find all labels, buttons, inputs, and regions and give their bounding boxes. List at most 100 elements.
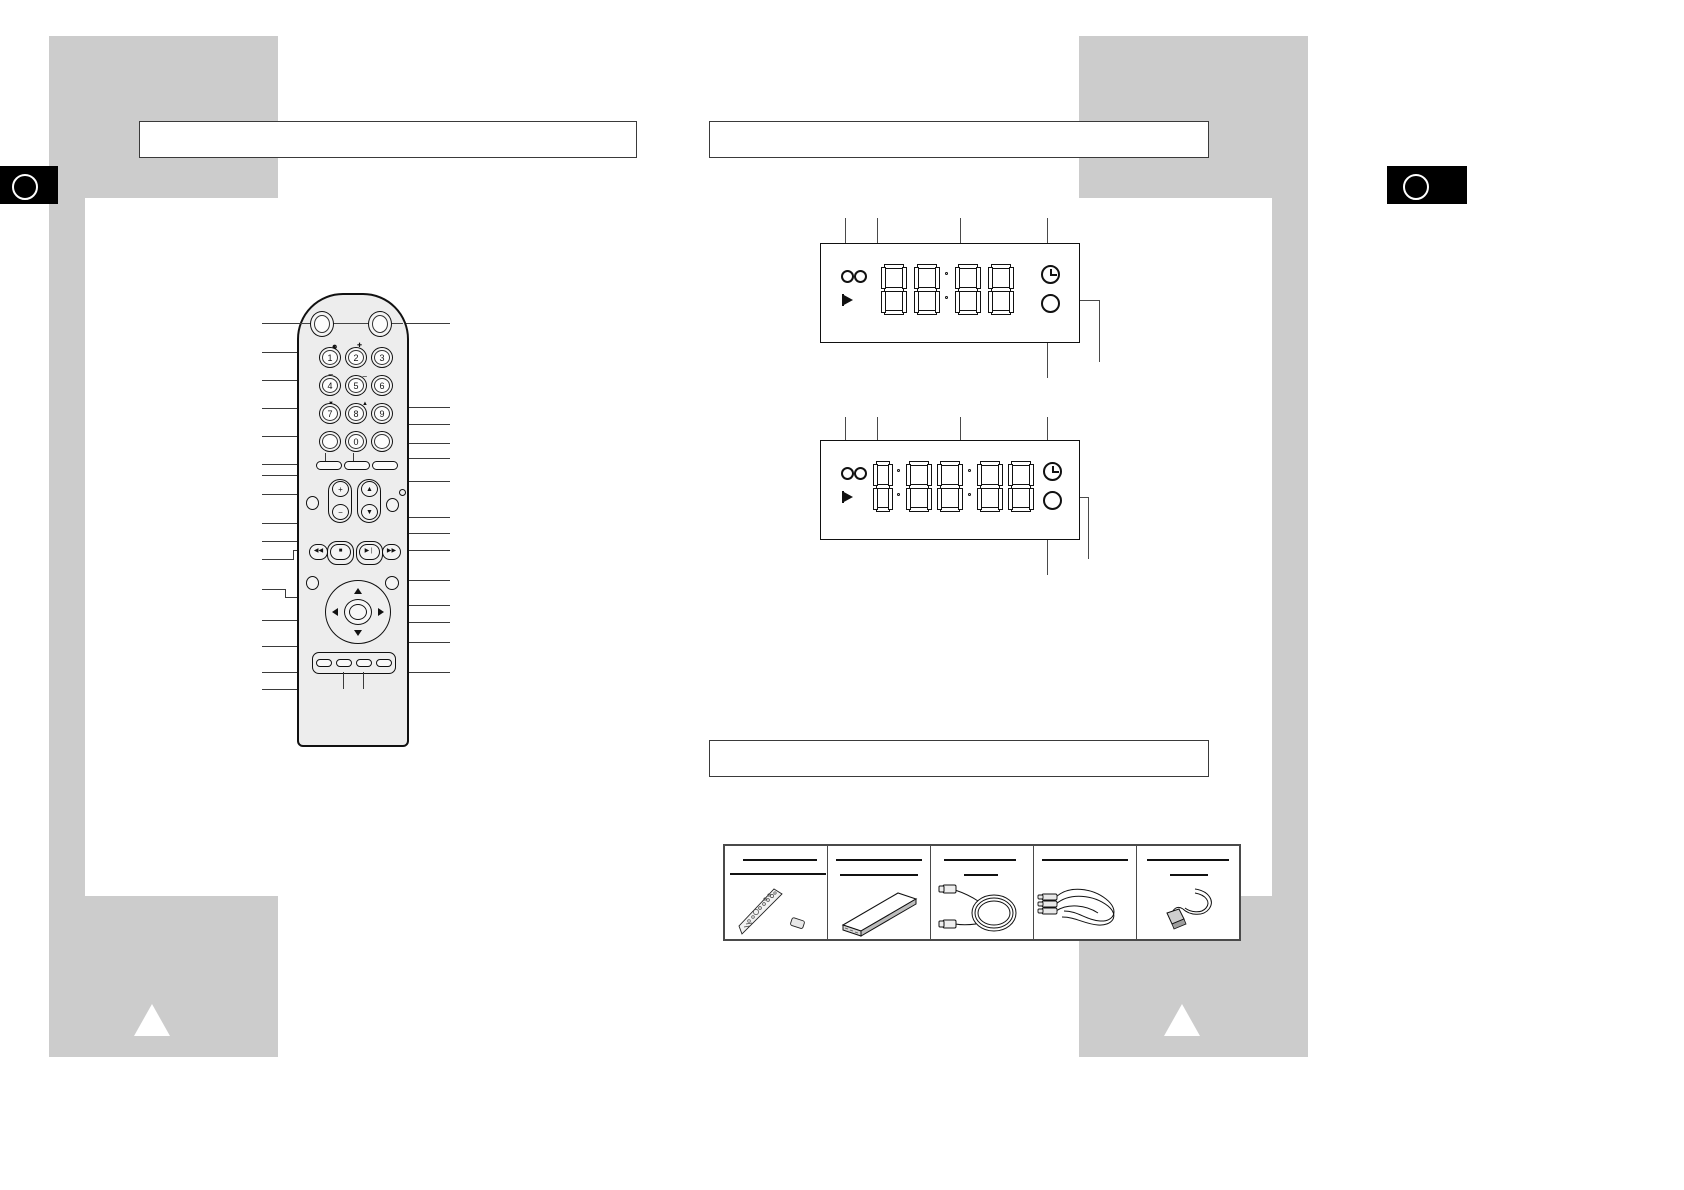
number-key-4-inner — [322, 378, 338, 393]
color-key-2[interactable] — [336, 659, 352, 667]
bracket-tick-1 — [325, 453, 327, 461]
number-key-3[interactable]: 3 — [371, 347, 393, 368]
color-key-1[interactable] — [316, 659, 332, 667]
callout-line-left-2 — [262, 352, 319, 354]
accessory-label-line-1 — [1147, 859, 1229, 861]
number-key-5-inner — [348, 378, 364, 393]
callout-line-left-4 — [262, 408, 319, 410]
callout-line-right-7 — [380, 517, 450, 519]
channel-up-label: ▲ — [366, 486, 373, 493]
rf-coaxial-cable-illustration — [931, 879, 1033, 937]
left-page-number-marker — [0, 166, 58, 204]
left-page-gray-left-rail — [49, 36, 85, 896]
accessory-label-line-1 — [944, 859, 1016, 861]
stop-button[interactable]: ■ — [330, 544, 351, 560]
number-key-5[interactable]: 5 — [345, 375, 367, 396]
number-key-2-label: 2 — [353, 353, 359, 363]
display2-digit-5 — [1008, 461, 1034, 513]
color-key-3[interactable] — [356, 659, 372, 667]
display2-colon2-bottom — [968, 493, 971, 496]
number-key-4[interactable]: 4 — [319, 375, 341, 396]
eject-button[interactable] — [368, 311, 392, 337]
keypad-right-button[interactable] — [371, 431, 393, 452]
color-key-4[interactable] — [376, 659, 392, 667]
accessories-section-heading — [709, 740, 1209, 777]
volume-up-label: + — [338, 485, 343, 494]
play-pause-button[interactable]: ▶❘ — [359, 544, 380, 560]
color-key-1-label — [317, 660, 331, 666]
page-number-circle-icon — [1403, 174, 1429, 200]
display2-colon2-top — [968, 469, 971, 472]
number-key-6[interactable]: 6 — [371, 375, 393, 396]
callout-line-right-11 — [380, 605, 450, 607]
display1-colon-bottom — [945, 296, 948, 299]
display2-callout-bottom — [1047, 527, 1049, 575]
rewind-button[interactable]: ◀◀ — [309, 544, 328, 560]
right-round-button-lower[interactable] — [385, 576, 399, 590]
accessory-label-line-2 — [840, 874, 918, 876]
right-page-corner-triangle-icon — [1164, 1004, 1200, 1036]
callout-line-right-9 — [380, 550, 450, 552]
callout-line-right-6 — [393, 481, 450, 483]
volume-up-button[interactable]: + — [332, 481, 349, 497]
remote-control-illustration — [725, 879, 827, 937]
function-bar-3[interactable] — [372, 461, 398, 470]
right-page-number-marker — [1387, 166, 1467, 204]
left-round-button-lower[interactable] — [306, 576, 319, 590]
number-key-8[interactable]: 8 — [345, 403, 367, 424]
number-key-0-label: 0 — [353, 437, 359, 447]
stop-label: ■ — [338, 548, 343, 554]
accessory-cell-remote — [725, 846, 828, 939]
rewind-label: ◀◀ — [313, 548, 324, 554]
instruction-manual-illustration — [828, 879, 930, 937]
cassette-reel-right-icon — [854, 270, 867, 283]
color-key-bar — [312, 652, 396, 674]
dpad-left-icon — [332, 608, 338, 616]
channel-down-label: ▼ — [366, 509, 373, 516]
function-bar-1[interactable] — [316, 461, 342, 470]
callout-line-left-7 — [262, 475, 330, 477]
timer-clock-icon — [1043, 462, 1062, 481]
remote-control-figure: ⚈ ✚ ⚌ ⚊ ▼ ▲ 1 2 3 4 5 6 — [240, 285, 470, 747]
number-key-7-label: 7 — [327, 409, 333, 419]
number-key-2[interactable]: 2 — [345, 347, 367, 368]
display2-callout-clock — [1047, 417, 1049, 462]
power-button[interactable] — [310, 311, 334, 337]
number-key-6-inner — [374, 378, 390, 393]
remote-top-shading — [299, 295, 403, 324]
display1-callout-bottom — [1047, 330, 1049, 378]
channel-up-button[interactable]: ▲ — [361, 481, 378, 497]
function-bar-2[interactable] — [344, 461, 370, 470]
left-round-button-upper[interactable] — [306, 496, 319, 510]
function-bar-2-label — [345, 462, 369, 469]
channel-down-button[interactable]: ▼ — [361, 504, 378, 520]
play-indicator-edge — [842, 491, 855, 503]
volume-down-button[interactable]: − — [332, 504, 349, 520]
timer-clock-icon — [1041, 265, 1060, 284]
number-key-1[interactable]: 1 — [319, 347, 341, 368]
record-circle-icon — [1043, 491, 1062, 510]
color-key-leader-2 — [363, 672, 365, 689]
accessory-label-line-2 — [1170, 874, 1208, 876]
rca-av-cable-illustration — [1034, 879, 1136, 937]
keypad-left-button[interactable] — [319, 431, 341, 452]
display1-digit-3 — [955, 264, 981, 316]
number-key-1-inner — [322, 350, 338, 365]
keypad-left-button-inner — [322, 434, 338, 449]
callout-line-right-8 — [380, 533, 450, 535]
play-indicator-edge — [842, 294, 855, 306]
number-key-7[interactable]: 7 — [319, 403, 341, 424]
number-key-0[interactable]: 0 — [345, 431, 367, 452]
number-key-4-label: 4 — [327, 381, 333, 391]
number-key-9[interactable]: 9 — [371, 403, 393, 424]
fast-forward-button[interactable]: ▶▶ — [382, 544, 401, 560]
function-bar-1-label — [317, 462, 341, 469]
number-key-7-inner — [322, 406, 338, 421]
front-panel-display-4-digit: 88:88 — [820, 243, 1080, 343]
right-round-button-upper[interactable] — [386, 498, 399, 512]
display2-digit-2 — [906, 461, 932, 513]
display2-digit-4 — [977, 461, 1003, 513]
callout-line-left-12 — [262, 589, 286, 591]
left-page-gray-top-block — [49, 36, 278, 198]
accessory-label-line-2 — [730, 873, 826, 875]
